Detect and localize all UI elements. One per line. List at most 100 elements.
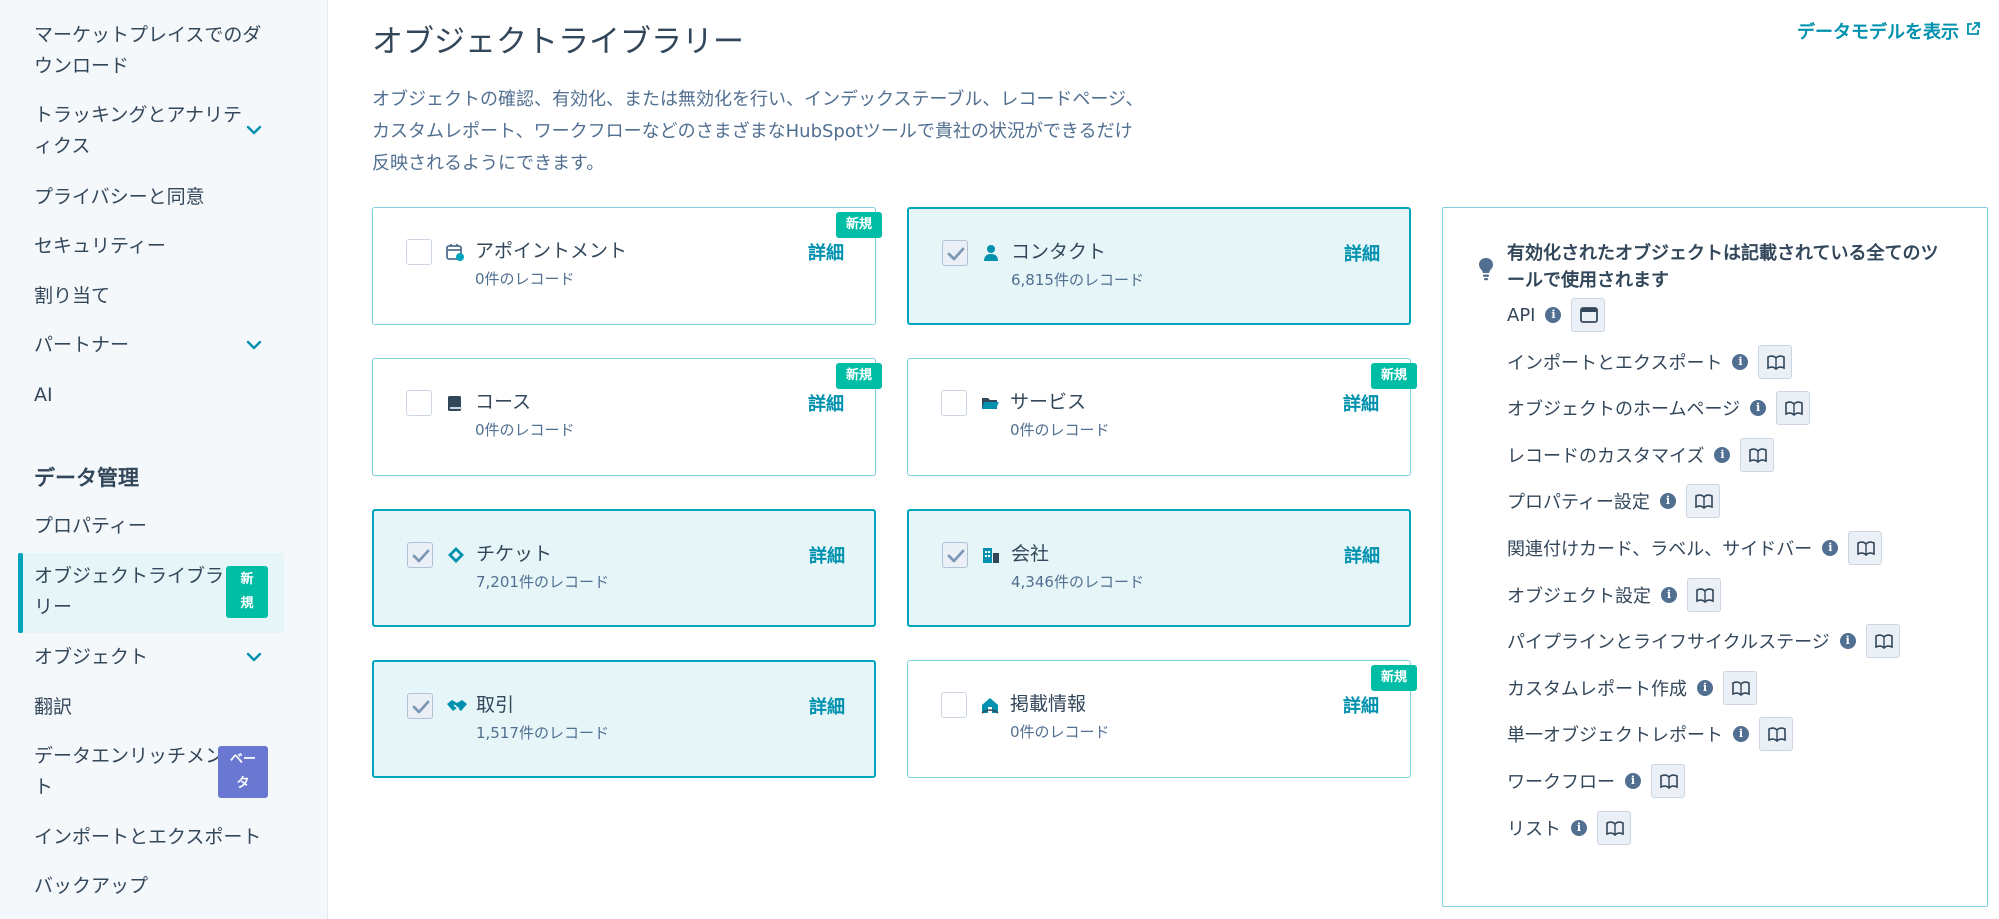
info-icon[interactable]: i [1822,540,1839,556]
sidebar-item-object-library[interactable]: オブジェクトライブラ リー [34,565,225,618]
object-checkbox[interactable] [406,239,432,265]
settings-sidebar: マーケットプレイスでのダ ウンロード トラッキングとアナリテ ィクス プライバシ… [0,0,328,919]
external-link-icon [1965,21,1981,42]
new-badge: 新 規 [226,566,268,618]
tool-row: API i [1507,298,1606,332]
object-detail-link[interactable]: 詳細 [1343,394,1379,415]
object-record-count: 0件のレコード [475,270,575,288]
tool-label: オブジェクト設定 [1507,585,1651,607]
sidebar-item-privacy-consent[interactable]: プライバシーと同意 [34,186,205,208]
tool-label: カスタムレポート作成 [1507,678,1687,700]
tool-row: ワークフロー i [1507,764,1685,798]
tool-docs-button[interactable] [1651,764,1685,798]
sidebar-item-marketplace-downloads[interactable]: マーケットプレイスでのダ ウンロード [34,24,262,77]
beta-badge: ベー タ [218,746,268,798]
object-checkbox[interactable] [406,390,432,416]
tool-docs-button[interactable] [1865,624,1900,659]
tool-label: 関連付けカード、ラベル、サイドバー [1507,539,1813,560]
object-detail-link[interactable]: 詳細 [1344,244,1380,265]
object-checkbox[interactable] [941,692,967,718]
chevron-down-icon[interactable] [246,122,262,136]
tool-docs-button[interactable] [1740,437,1775,472]
info-icon[interactable]: i [1625,773,1641,789]
new-tag: 新規 [836,212,882,238]
info-icon[interactable]: i [1697,679,1713,696]
new-tag: 新規 [1371,363,1417,389]
ticket-icon [446,545,466,565]
page-title: オブジェクトライブラリー [372,24,744,60]
tool-docs-button[interactable] [1759,717,1793,752]
tool-docs-button[interactable] [1848,531,1883,565]
tool-docs-button[interactable] [1597,810,1631,845]
object-name: サービス [1010,391,1087,413]
object-checkbox[interactable] [942,240,968,266]
tool-row: レコードのカスタマイズ i [1507,437,1775,472]
object-detail-link[interactable]: 詳細 [809,546,845,567]
info-icon[interactable]: i [1732,353,1749,370]
sidebar-item-assignments[interactable]: 割り当て [34,285,111,307]
object-name: アポイントメント [475,240,628,262]
info-icon[interactable]: i [1659,493,1676,510]
tool-label: ワークフロー [1507,772,1615,793]
info-icon[interactable]: i [1750,400,1767,417]
object-detail-link[interactable]: 詳細 [808,394,844,415]
info-icon[interactable]: i [1714,446,1731,463]
tool-row: リスト i [1507,810,1631,845]
object-name: 取引 [476,694,515,716]
object-checkbox[interactable] [942,542,968,568]
tool-label: リスト [1507,818,1561,840]
tool-row: オブジェクト設定 i [1507,577,1721,612]
info-icon[interactable]: i [1661,586,1677,603]
info-icon[interactable]: i [1733,726,1749,743]
sidebar-item-objects[interactable]: オブジェクト [0,642,284,673]
tool-docs-button[interactable] [1571,298,1606,332]
sidebar-item-translations[interactable]: 翻訳 [34,696,73,718]
tool-label: レコードのカスタマイズ [1507,445,1705,467]
object-checkbox[interactable] [407,693,433,719]
book-icon [445,393,465,413]
tool-docs-button[interactable] [1685,484,1720,519]
object-detail-link[interactable]: 詳細 [809,697,845,718]
info-icon[interactable]: i [1545,307,1562,323]
object-record-count: 6,815件のレコード [1011,271,1144,289]
sidebar-item-security[interactable]: セキュリティー [34,235,166,257]
object-card-appointments[interactable]: アポイントメント 0件のレコード 詳細 新規 [372,207,882,325]
tool-label: オブジェクトのホームページ [1507,399,1741,421]
sidebar-item-partners[interactable]: パートナー [0,330,284,361]
tool-docs-button[interactable] [1776,391,1811,426]
panel-title: 有効化されたオブジェクトは記載されている全てのツ ールで使用されます [1507,243,1939,291]
tool-label: API [1507,304,1536,326]
object-detail-link[interactable]: 詳細 [808,243,844,264]
sidebar-item-tracking-analytics[interactable]: トラッキングとアナリテ ィクス [0,100,284,162]
object-record-count: 4,346件のレコード [1011,573,1144,591]
tool-docs-button[interactable] [1687,577,1721,612]
object-checkbox[interactable] [407,542,433,568]
object-checkbox[interactable] [941,390,967,416]
view-data-model-link[interactable]: データモデルを表示 [1797,18,1981,44]
chevron-down-icon[interactable] [246,337,262,351]
info-icon[interactable]: i [1571,819,1587,836]
new-tag: 新規 [836,363,882,389]
sidebar-item-properties[interactable]: プロパティー [34,515,147,537]
building-icon [981,545,1001,565]
sidebar-item-ai[interactable]: AI [34,384,53,406]
sidebar-item-import-export[interactable]: インポートとエクスポート [34,826,262,848]
sidebar-item-backup[interactable]: バックアップ [34,875,149,897]
tool-docs-button[interactable] [1723,670,1757,705]
info-icon[interactable]: i [1839,633,1856,650]
tool-docs-button[interactable] [1758,344,1793,379]
tool-label: プロパティー設定 [1507,492,1650,514]
sidebar-item-data-enrichment[interactable]: データエンリッチメン ト [34,745,225,798]
chevron-down-icon[interactable] [246,649,262,663]
object-detail-link[interactable]: 詳細 [1344,546,1380,567]
object-detail-link[interactable]: 詳細 [1343,696,1379,717]
